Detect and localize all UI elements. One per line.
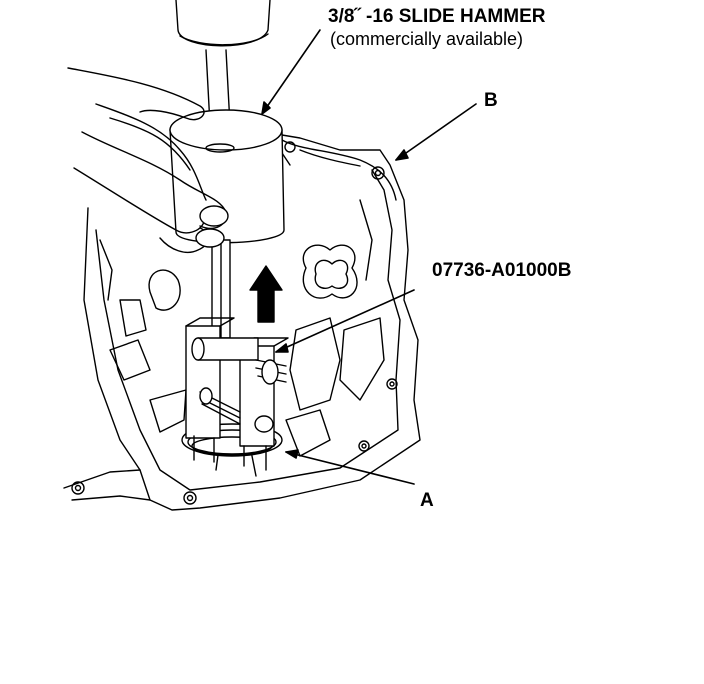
bearing-puller	[185, 317, 289, 471]
callout-b: B	[484, 90, 498, 111]
transmission-case	[63, 134, 421, 511]
hand	[67, 67, 229, 254]
leader-lines	[261, 29, 477, 485]
slide-hammer	[169, 0, 285, 339]
commercially-available-label: (commercially available)	[330, 29, 524, 49]
pull-direction-arrow	[249, 265, 283, 323]
callout-a: A	[420, 490, 434, 511]
tool-number-label: 07736-A01000B	[432, 260, 572, 281]
slide-hammer-label: 3/8˝ -16 SLIDE HAMMER	[328, 6, 546, 27]
